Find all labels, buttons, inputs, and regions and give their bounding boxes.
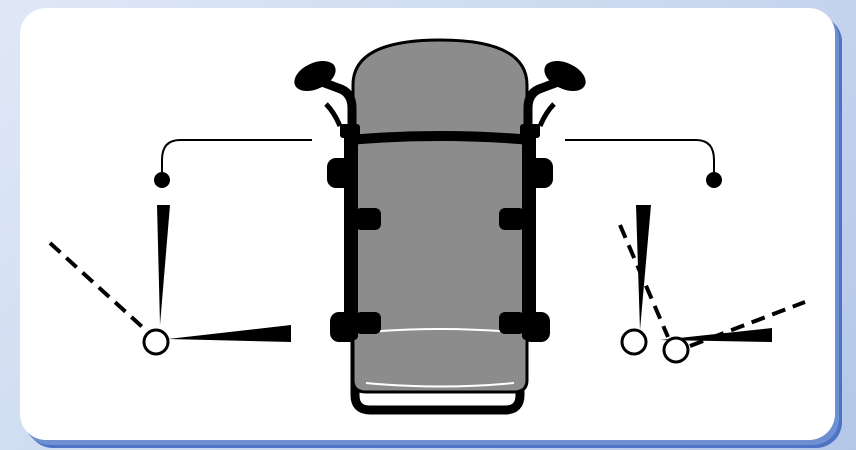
right-dashed-steep-line (618, 224, 670, 338)
left-handle-grip (294, 60, 336, 92)
left-handle-inner (324, 102, 343, 127)
right-pivot-ring-secondary (662, 336, 690, 364)
wheelchair-diagram (48, 38, 806, 415)
left-top-clamp (340, 124, 360, 138)
left-vertical-arm (157, 205, 170, 325)
right-hub-lower-inner (499, 312, 525, 334)
left-horizontal-arm (168, 325, 291, 342)
left-hub-middle (355, 208, 381, 230)
right-pivot-ring-primary (620, 328, 648, 356)
left-hub-lower-inner (355, 312, 381, 334)
left-dashed-angle-line (48, 241, 152, 336)
left-hub-upper (327, 158, 357, 188)
foot-frame-loop (350, 330, 525, 415)
diagram-panel (20, 8, 835, 440)
left-hub-lower (330, 312, 358, 342)
right-angle-inset (565, 139, 806, 364)
right-handle-grip (544, 60, 586, 92)
left-angle-inset (48, 139, 312, 356)
seat-cushion (351, 38, 529, 394)
left-connector-dot (154, 172, 170, 188)
left-pivot-ring (142, 328, 170, 356)
right-connector-line (565, 139, 715, 172)
wheelchair (294, 38, 586, 415)
seat-bottom-edge (365, 382, 515, 388)
cross-bar (347, 131, 533, 145)
right-hub-upper (523, 158, 553, 188)
left-handle-stem (317, 77, 357, 137)
right-handle-stem (523, 77, 563, 137)
right-top-clamp (520, 124, 540, 138)
right-vertical-arm (636, 205, 651, 330)
left-connector-line (161, 139, 312, 172)
right-hub-lower (522, 312, 550, 342)
right-connector-dot (706, 172, 722, 188)
seat-front-edge (367, 328, 513, 333)
right-handle-inner (537, 102, 556, 127)
right-hub-middle (499, 208, 525, 230)
